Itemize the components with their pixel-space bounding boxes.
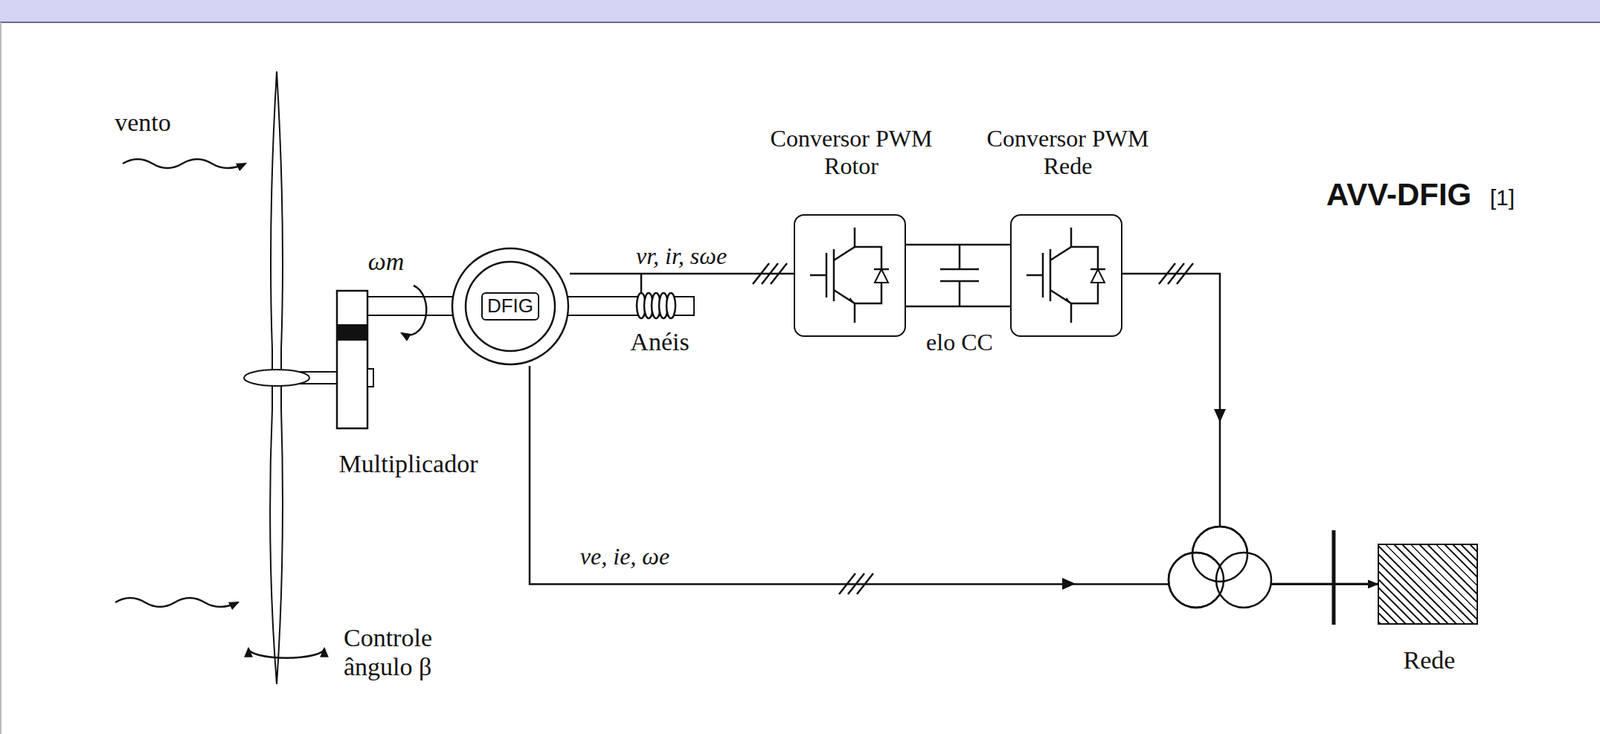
connector-wire xyxy=(905,243,1011,247)
phase-ticks xyxy=(752,263,1194,595)
generator-circle: DFIG xyxy=(450,246,570,366)
stator-ring xyxy=(452,248,569,365)
rotor-ring xyxy=(465,261,555,352)
signal-name: vr, ir, sωe xyxy=(635,242,727,271)
dc-rail xyxy=(905,305,1011,308)
connector-wire xyxy=(1122,273,1378,585)
rotation-arrow xyxy=(401,285,427,336)
reference-number: [1] xyxy=(1489,185,1515,212)
part-name: Multiplicador xyxy=(339,449,479,479)
grid-wire xyxy=(1271,583,1378,586)
igbt-symbol xyxy=(1026,227,1106,323)
gearbox xyxy=(336,290,368,429)
converter-name: Conversor PWM Rotor xyxy=(769,124,934,181)
igbt-symbol xyxy=(810,227,889,323)
bar-rule xyxy=(0,21,1600,24)
part-name: Anéis xyxy=(630,327,689,357)
frame-edge xyxy=(0,22,2,734)
grid-box: Rede xyxy=(1377,543,1479,625)
gear-bearing xyxy=(367,368,374,387)
part-name: Controle ângulo β xyxy=(343,623,485,682)
converter-box: Conversor PWM Rede xyxy=(1010,214,1123,337)
ring-lead xyxy=(640,273,643,294)
figure-title: AVV-DFIG xyxy=(1326,177,1472,213)
gear-mesh xyxy=(336,324,368,341)
wind-arrow xyxy=(122,159,246,169)
bus-bar xyxy=(1332,530,1336,625)
connector-wire xyxy=(529,365,1378,585)
converter-name: Conversor PWM Rede xyxy=(986,124,1150,181)
slip-rings xyxy=(636,293,676,319)
wind-label: vento xyxy=(114,107,172,137)
pitch-arrow xyxy=(248,648,325,659)
part-name: elo CC xyxy=(926,328,994,357)
wind-arrow xyxy=(115,598,239,607)
speed-symbol: ωm xyxy=(368,246,405,276)
converter-box: Conversor PWM Rotor xyxy=(793,214,906,337)
hub xyxy=(243,369,310,387)
flow-arrow xyxy=(1213,409,1226,423)
generator-name: DFIG xyxy=(481,292,540,321)
grid-name: Rede xyxy=(1355,645,1505,675)
signal-name: ve, ie, ωe xyxy=(580,543,670,571)
flow-arrow xyxy=(1062,577,1076,590)
capacitor xyxy=(940,244,979,307)
transformer xyxy=(1168,526,1272,608)
title-bar xyxy=(0,0,1600,23)
